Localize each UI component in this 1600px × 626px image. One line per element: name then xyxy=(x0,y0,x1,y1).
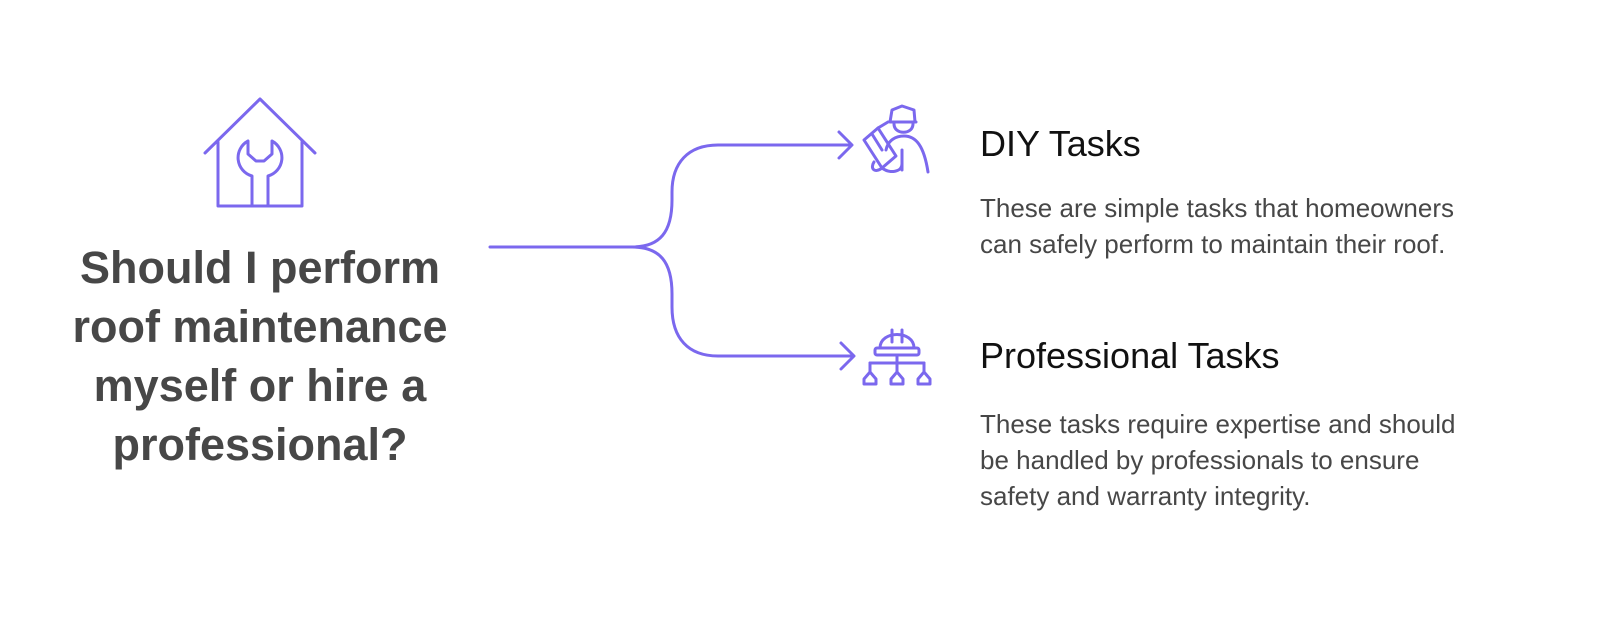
question-line: professional? xyxy=(112,419,408,470)
hardhat-team-icon xyxy=(862,328,932,386)
question-line: roof maintenance xyxy=(72,301,448,352)
branch-down-connector xyxy=(630,245,854,358)
description-line: These are simple tasks that homeowners xyxy=(980,193,1454,223)
question-heading: Should I perform roof maintenance myself… xyxy=(30,238,490,474)
question-line: Should I perform xyxy=(80,242,440,293)
description-line: can safely perform to maintain their roo… xyxy=(980,229,1446,259)
description-line: These tasks require expertise and should xyxy=(980,409,1456,439)
question-line: myself or hire a xyxy=(93,360,427,411)
description-line: be handled by professionals to ensure xyxy=(980,445,1420,475)
option-description-professional: These tasks require expertise and should… xyxy=(980,406,1580,514)
arrowhead-down xyxy=(839,341,856,371)
option-title-professional: Professional Tasks xyxy=(980,335,1280,376)
branch-up-connector xyxy=(630,143,852,249)
worker-clipboard-icon xyxy=(862,104,930,174)
option-title-diy: DIY Tasks xyxy=(980,123,1141,164)
house-wrench-icon xyxy=(203,97,317,208)
arrowhead-up xyxy=(837,130,854,160)
description-line: safety and warranty integrity. xyxy=(980,481,1311,511)
option-description-diy: These are simple tasks that homeowners c… xyxy=(980,190,1580,262)
